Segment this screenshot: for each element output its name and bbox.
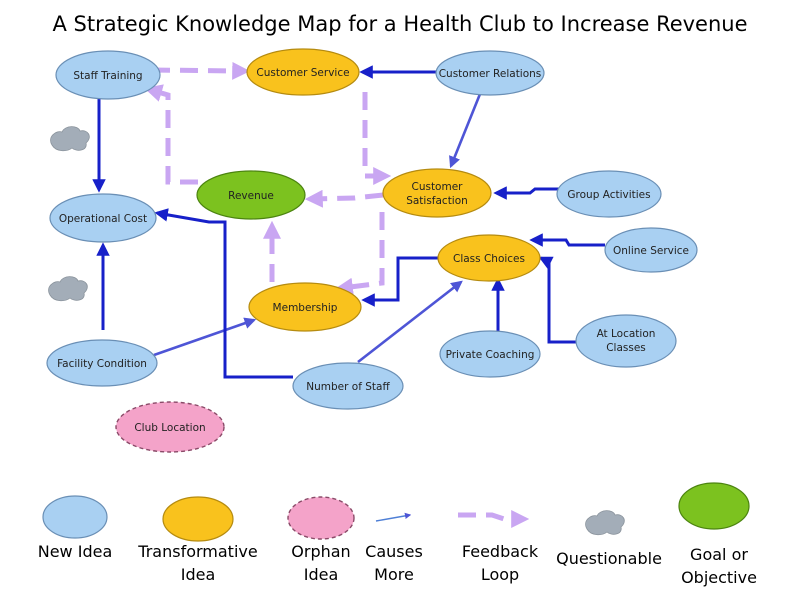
legend-label: Idea [181,565,216,584]
legend-orphan-idea: Orphan Idea [287,496,355,584]
legend-label: Goal or [690,545,748,564]
legend-label: Objective [681,568,757,587]
cloud-icon [48,276,88,302]
node-label: Class Choices [453,253,525,265]
arrow-facility-to-membership [153,317,257,357]
legend-label: More [374,565,414,584]
node-label: Online Service [613,245,689,257]
node-label: Customer [411,181,463,193]
page-title: A Strategic Knowledge Map for a Health C… [52,12,747,36]
legend-causes-more: Causes More [365,512,423,584]
node-label: Operational Cost [59,213,147,225]
node-label: Customer Service [256,67,349,79]
legend: New Idea Transformative Idea Orphan Idea… [38,482,757,587]
legend-label: New Idea [38,542,113,561]
node-customer-satisfaction[interactable]: Customer Satisfaction [382,168,492,218]
node-label: Facility Condition [57,358,147,370]
node-label: Membership [273,302,338,314]
node-label: Private Coaching [446,349,535,361]
legend-goal-or-objective: Goal or Objective [678,482,757,587]
node-operational-cost[interactable]: Operational Cost [49,193,157,243]
dashed-arrow-icon [458,510,530,528]
node-number-of-staff[interactable]: Number of Staff [292,362,404,410]
arrow-relations-to-satisfaction [449,93,482,169]
legend-questionable: Questionable [556,510,662,568]
legend-new-idea: New Idea [38,495,113,561]
node-at-location-classes[interactable]: At Location Classes [575,314,677,368]
arrow-right-icon [375,512,412,522]
node-label: Club Location [134,422,205,434]
arrow-atlocation-to-classchoices [538,256,576,344]
node-label: Number of Staff [306,381,390,393]
node-label: Staff Training [73,70,142,82]
node-revenue[interactable]: Revenue [196,170,306,220]
node-label: Revenue [228,190,274,202]
arrow-classchoices-to-membership [361,256,440,307]
legend-label: Orphan [291,542,350,561]
node-label: Classes [606,342,646,354]
legend-transformative-idea: Transformative Idea [137,496,258,584]
feedback-loops [144,61,392,296]
node-label: Group Activities [567,189,650,201]
node-club-location[interactable]: Club Location [115,401,225,453]
feedback-satisfaction-to-revenue [304,189,384,208]
node-label: Customer Relations [439,68,542,80]
arrow-staff-to-classchoices [357,280,463,364]
node-membership[interactable]: Membership [248,282,362,332]
legend-label: Idea [304,565,339,584]
legend-label: Causes [365,542,423,561]
node-label: At Location [597,328,656,340]
legend-label: Questionable [556,549,662,568]
cloud-icon [585,510,625,536]
cause-arrows [92,65,605,379]
arrow-group-to-satisfaction [493,186,560,200]
feedback-revenue-to-training [144,84,198,185]
legend-label: Loop [481,565,519,584]
legend-feedback-loop: Feedback Loop [458,510,539,584]
node-staff-training[interactable]: Staff Training [55,50,161,100]
node-class-choices[interactable]: Class Choices [437,234,541,282]
legend-label: Transformative [137,542,257,561]
node-private-coaching[interactable]: Private Coaching [439,330,541,378]
node-customer-relations[interactable]: Customer Relations [435,50,545,96]
feedback-satisfaction-to-membership [334,212,385,296]
node-customer-service[interactable]: Customer Service [246,48,360,96]
node-facility-condition[interactable]: Facility Condition [46,339,158,387]
arrow-online-to-classchoices [529,233,605,247]
arrow-staff-to-cost [154,208,293,379]
node-label: Satisfaction [406,195,468,207]
legend-label: Feedback [462,542,539,561]
node-group-activities[interactable]: Group Activities [556,170,662,218]
node-online-service[interactable]: Online Service [604,227,698,273]
cloud-icon [50,126,90,152]
feedback-training-to-service [151,61,251,80]
feedback-service-to-satisfaction [362,92,392,185]
